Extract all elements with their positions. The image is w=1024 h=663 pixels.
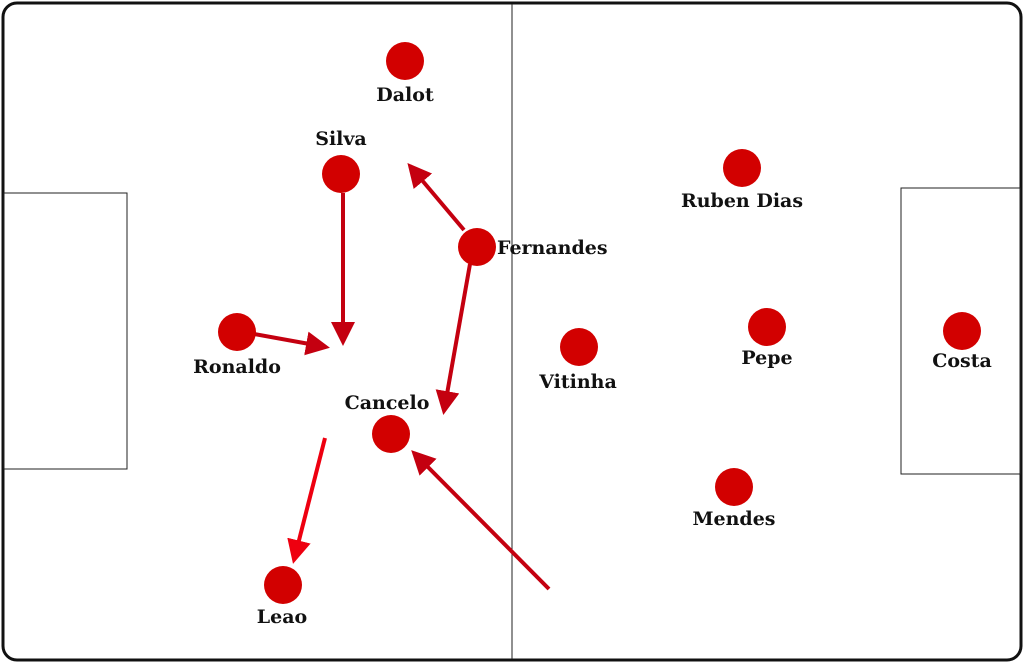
player-ronaldo: Ronaldo <box>193 313 281 378</box>
player-name: Pepe <box>741 347 792 369</box>
player-name: Ronaldo <box>193 356 281 378</box>
player-marker <box>218 313 256 351</box>
arrow-fernandes-to-space <box>407 162 466 232</box>
player-mendes: Mendes <box>692 468 776 530</box>
player-marker <box>943 312 981 350</box>
player-marker <box>748 308 786 346</box>
player-marker <box>264 566 302 604</box>
player-name: Costa <box>932 350 992 372</box>
player-cancelo: Cancelo <box>345 392 430 453</box>
player-name: Dalot <box>376 84 434 106</box>
player-pepe: Pepe <box>741 308 793 369</box>
player-marker <box>386 42 424 80</box>
player-leao: Leao <box>257 566 307 628</box>
player-name: Ruben Dias <box>681 190 803 212</box>
player-dalot: Dalot <box>376 42 434 106</box>
player-marker <box>372 415 410 453</box>
right-penalty-box <box>900 187 1021 475</box>
arrow-cancelo-pass <box>411 450 551 591</box>
player-marker <box>715 468 753 506</box>
player-vitinha: Vitinha <box>538 328 617 393</box>
player-marker <box>458 228 496 266</box>
arrow-ronaldo-run <box>253 331 330 356</box>
left-penalty-box <box>3 192 128 470</box>
player-marker <box>322 155 360 193</box>
player-marker <box>560 328 598 366</box>
players: Dalot Silva Fernandes Ronaldo Cancelo Le… <box>193 42 992 628</box>
player-name: Cancelo <box>345 392 430 414</box>
arrow-leao-run <box>287 437 327 564</box>
player-name: Leao <box>257 606 307 628</box>
player-silva: Silva <box>315 128 367 193</box>
movement-arrows <box>253 162 551 591</box>
player-fernandes: Fernandes <box>458 228 608 266</box>
player-name: Silva <box>315 128 367 150</box>
player-name: Fernandes <box>497 237 608 259</box>
arrow-fernandes-run <box>435 263 472 415</box>
player-costa: Costa <box>932 312 992 372</box>
player-name: Vitinha <box>538 371 617 393</box>
player-name: Mendes <box>692 508 775 530</box>
player-marker <box>723 149 761 187</box>
player-ruben-dias: Ruben Dias <box>681 149 803 212</box>
